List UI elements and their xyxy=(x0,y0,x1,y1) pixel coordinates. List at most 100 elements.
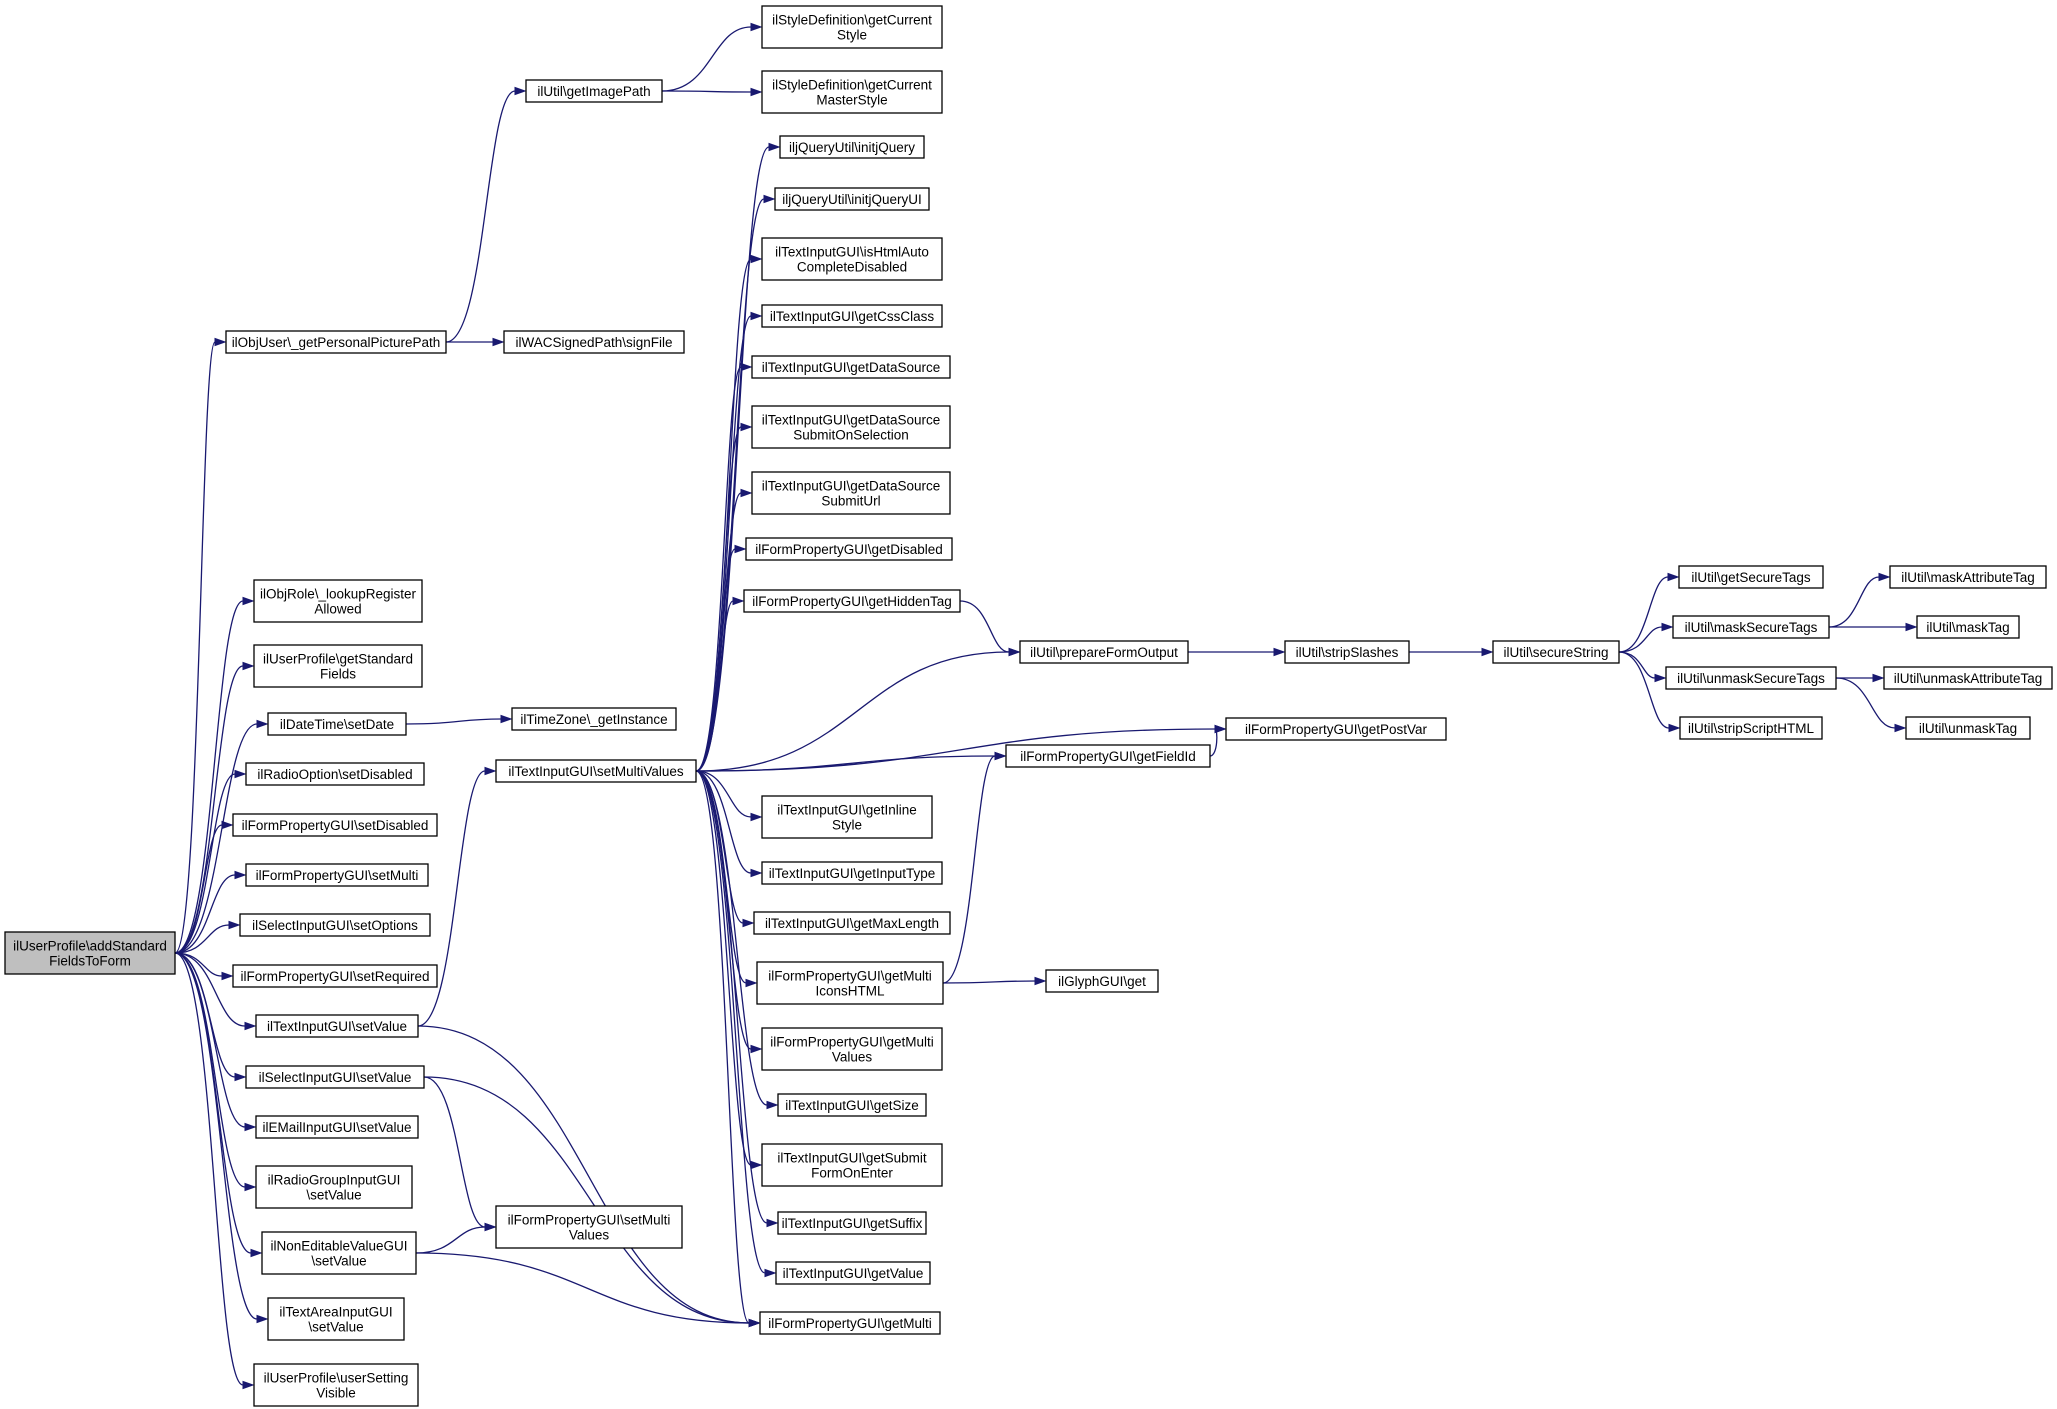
node-box[interactable] xyxy=(4,931,176,975)
node-ilutil-masktag[interactable]: ilUtil\maskTag xyxy=(1916,615,2020,639)
node-ilutil-getimagepath[interactable]: ilUtil\getImagePath xyxy=(525,79,663,103)
node-box[interactable] xyxy=(779,135,925,159)
node-box[interactable] xyxy=(761,70,943,114)
node-box[interactable] xyxy=(1905,716,2031,740)
node-box[interactable] xyxy=(503,330,685,354)
node-box[interactable] xyxy=(1284,640,1410,664)
node-box[interactable] xyxy=(1225,717,1447,741)
node-ilformpropertygui-gethiddentag[interactable]: ilFormPropertyGUI\getHiddenTag xyxy=(743,589,961,613)
node-box[interactable] xyxy=(253,1363,419,1407)
node-box[interactable] xyxy=(751,355,951,379)
node-iljqueryutil-initjquery[interactable]: iljQueryUtil\initjQuery xyxy=(779,135,925,159)
node-iltextinputgui-getvalue[interactable]: ilTextInputGUI\getValue xyxy=(775,1261,931,1285)
node-ilwacsignedpath-signfile[interactable]: ilWACSignedPath\signFile xyxy=(503,330,685,354)
node-box[interactable] xyxy=(1916,615,2020,639)
node-ilformpropertygui-setdisabled[interactable]: ilFormPropertyGUI\setDisabled xyxy=(232,813,438,837)
node-box[interactable] xyxy=(777,1093,927,1117)
node-ilformpropertygui-setmulti-values[interactable]: ilFormPropertyGUI\setMultiValues xyxy=(495,1205,683,1249)
node-box[interactable] xyxy=(1665,666,1837,690)
node-box[interactable] xyxy=(1492,640,1620,664)
node-ilutil-unmaskattributetag[interactable]: ilUtil\unmaskAttributeTag xyxy=(1883,666,2053,690)
node-ilformpropertygui-getfieldid[interactable]: ilFormPropertyGUI\getFieldId xyxy=(1005,744,1211,768)
node-box[interactable] xyxy=(761,1143,943,1187)
node-ilselectinputgui-setvalue[interactable]: ilSelectInputGUI\setValue xyxy=(245,1065,425,1089)
node-box[interactable] xyxy=(239,913,431,937)
node-iltextinputgui-getinputtype[interactable]: ilTextInputGUI\getInputType xyxy=(761,861,943,885)
node-box[interactable] xyxy=(761,795,933,839)
node-iltextinputgui-setmultivalues[interactable]: ilTextInputGUI\setMultiValues xyxy=(495,759,697,783)
node-ilutil-prepareformoutput[interactable]: ilUtil\prepareFormOutput xyxy=(1019,640,1189,664)
node-iljqueryutil-initjqueryui[interactable]: iljQueryUtil\initjQueryUI xyxy=(774,187,930,211)
node-box[interactable] xyxy=(753,911,951,935)
node-box[interactable] xyxy=(232,813,438,837)
node-ilselectinputgui-setoptions[interactable]: ilSelectInputGUI\setOptions xyxy=(239,913,431,937)
node-box[interactable] xyxy=(267,1297,405,1341)
node-ilformpropertygui-getpostvar[interactable]: ilFormPropertyGUI\getPostVar xyxy=(1225,717,1447,741)
node-box[interactable] xyxy=(1889,565,2047,589)
node-box[interactable] xyxy=(761,304,943,328)
node-iltextinputgui-setvalue[interactable]: ilTextInputGUI\setValue xyxy=(255,1014,419,1038)
node-box[interactable] xyxy=(761,237,943,281)
node-iltextinputgui-getdatasource-submitonselection[interactable]: ilTextInputGUI\getDataSourceSubmitOnSele… xyxy=(751,405,951,449)
node-ilformpropertygui-getmulti[interactable]: ilFormPropertyGUI\getMulti xyxy=(759,1311,941,1335)
node-box[interactable] xyxy=(756,961,944,1005)
node-ilutil-unmasksecuretags[interactable]: ilUtil\unmaskSecureTags xyxy=(1665,666,1837,690)
node-box[interactable] xyxy=(232,964,438,988)
node-ilformpropertygui-setrequired[interactable]: ilFormPropertyGUI\setRequired xyxy=(232,964,438,988)
node-ilnoneditablevaluegui-setvalue[interactable]: ilNonEditableValueGUI\setValue xyxy=(261,1231,417,1275)
node-box[interactable] xyxy=(761,1027,943,1071)
node-box[interactable] xyxy=(759,1311,941,1335)
node-box[interactable] xyxy=(751,471,951,515)
node-box[interactable] xyxy=(261,1231,417,1275)
node-box[interactable] xyxy=(1883,666,2053,690)
node-box[interactable] xyxy=(253,644,423,688)
node-box[interactable] xyxy=(775,1261,931,1285)
node-box[interactable] xyxy=(1005,744,1211,768)
node-box[interactable] xyxy=(267,712,407,736)
node-ilformpropertygui-getdisabled[interactable]: ilFormPropertyGUI\getDisabled xyxy=(745,537,953,561)
node-box[interactable] xyxy=(745,537,953,561)
node-box[interactable] xyxy=(774,187,930,211)
node-box[interactable] xyxy=(225,330,447,354)
node-ilutil-stripslashes[interactable]: ilUtil\stripSlashes xyxy=(1284,640,1410,664)
node-iltextinputgui-getsize[interactable]: ilTextInputGUI\getSize xyxy=(777,1093,927,1117)
node-iltimezone-getinstance[interactable]: ilTimeZone\_getInstance xyxy=(511,707,677,731)
node-iltextinputgui-getsuffix[interactable]: ilTextInputGUI\getSuffix xyxy=(777,1211,927,1235)
node-ilutil-unmasktag[interactable]: ilUtil\unmaskTag xyxy=(1905,716,2031,740)
node-box[interactable] xyxy=(761,5,943,49)
node-ilradiogroupinputgui-setvalue[interactable]: ilRadioGroupInputGUI\setValue xyxy=(255,1165,413,1209)
node-ilobjuser-getpersonalpicturepath[interactable]: ilObjUser\_getPersonalPicturePath xyxy=(225,330,447,354)
node-box[interactable] xyxy=(1019,640,1189,664)
node-box[interactable] xyxy=(751,405,951,449)
node-box[interactable] xyxy=(255,1014,419,1038)
node-ildatetime-setdate[interactable]: ilDateTime\setDate xyxy=(267,712,407,736)
node-box[interactable] xyxy=(253,579,423,623)
node-box[interactable] xyxy=(525,79,663,103)
node-box[interactable] xyxy=(511,707,677,731)
node-iltextinputgui-ishtmlauto-completedisabled[interactable]: ilTextInputGUI\isHtmlAutoCompleteDisable… xyxy=(761,237,943,281)
node-box[interactable] xyxy=(255,1115,419,1139)
node-box[interactable] xyxy=(743,589,961,613)
node-box[interactable] xyxy=(255,1165,413,1209)
node-ilradiooption-setdisabled[interactable]: ilRadioOption\setDisabled xyxy=(245,762,425,786)
node-box[interactable] xyxy=(1679,716,1823,740)
node-box[interactable] xyxy=(1678,565,1824,589)
node-box[interactable] xyxy=(245,863,429,887)
node-iltextinputgui-getdatasource[interactable]: ilTextInputGUI\getDataSource xyxy=(751,355,951,379)
node-box[interactable] xyxy=(761,861,943,885)
node-box[interactable] xyxy=(1672,615,1830,639)
node-box[interactable] xyxy=(245,762,425,786)
node-ilformpropertygui-setmulti[interactable]: ilFormPropertyGUI\setMulti xyxy=(245,863,429,887)
node-ilemailinputgui-setvalue[interactable]: ilEMailInputGUI\setValue xyxy=(255,1115,419,1139)
node-iltextinputgui-getcssclass[interactable]: ilTextInputGUI\getCssClass xyxy=(761,304,943,328)
